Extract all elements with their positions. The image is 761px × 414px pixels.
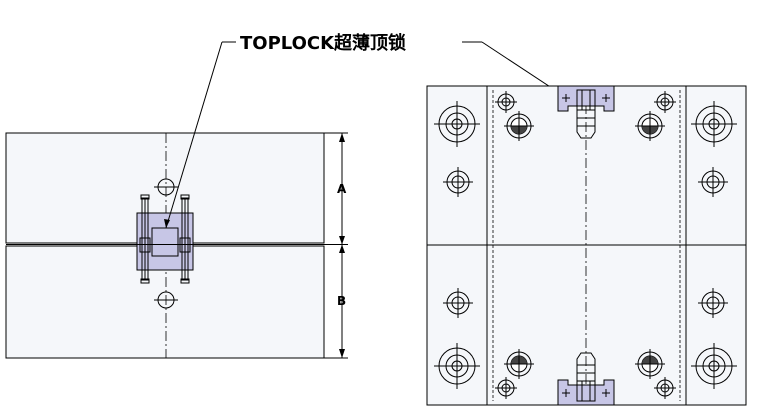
clamp-screw-r2 bbox=[698, 288, 728, 318]
toplock-bottom bbox=[557, 352, 615, 406]
corner-bolt-bl bbox=[434, 343, 480, 389]
clamp-screw-l1 bbox=[443, 167, 473, 197]
dimension-a-label: A bbox=[337, 182, 347, 196]
callout-text: TOPLOCK超薄顶锁 bbox=[240, 32, 406, 54]
dimension-b-label: B bbox=[337, 294, 346, 308]
guide-pin-tl bbox=[504, 111, 534, 141]
guide-pin-br bbox=[635, 349, 665, 379]
clamp-screw-l2 bbox=[443, 288, 473, 318]
small-screw-tr bbox=[654, 91, 676, 113]
small-screw-tl bbox=[495, 91, 517, 113]
side-view: A B bbox=[5, 132, 348, 359]
dimension-lines bbox=[324, 132, 348, 359]
small-screw-br bbox=[654, 377, 676, 399]
small-screw-bl bbox=[495, 377, 517, 399]
side-hole-top bbox=[154, 178, 178, 196]
corner-bolt-tr bbox=[691, 101, 737, 147]
clamp-screw-r1 bbox=[698, 167, 728, 197]
toplock-top bbox=[557, 85, 615, 139]
guide-pin-bl bbox=[504, 349, 534, 379]
side-hole-bottom bbox=[154, 291, 178, 309]
guide-pin-tr bbox=[635, 111, 665, 141]
corner-bolt-tl bbox=[434, 101, 480, 147]
corner-bolt-br bbox=[691, 343, 737, 389]
top-view bbox=[426, 85, 747, 406]
